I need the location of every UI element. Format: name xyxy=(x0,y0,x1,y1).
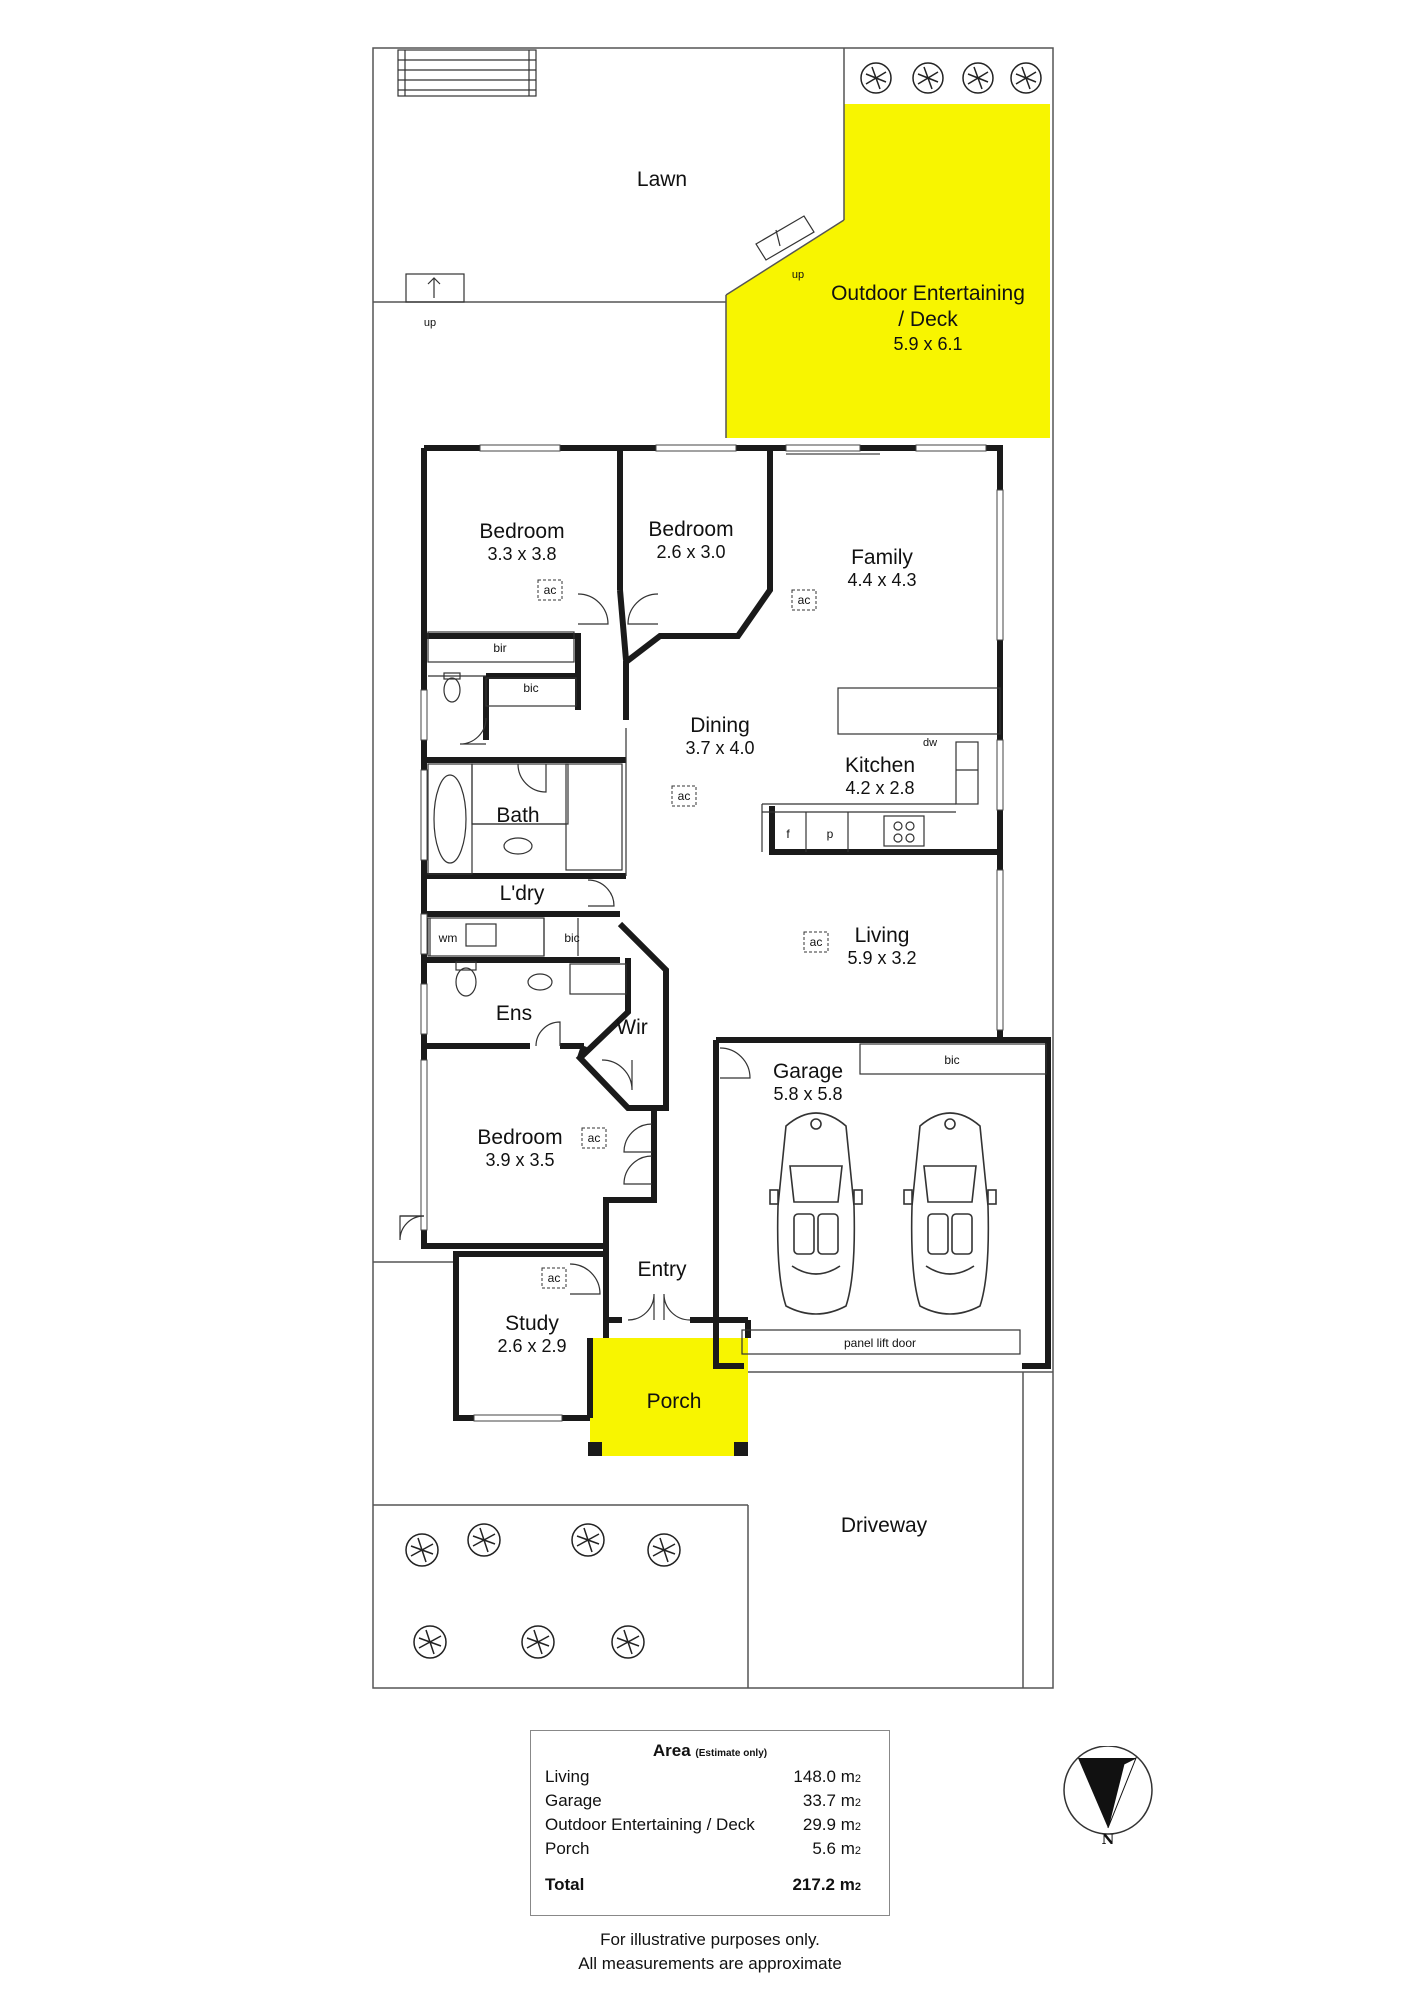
ac-markers xyxy=(537,579,829,1289)
family-label: Family xyxy=(851,546,913,569)
north-compass-icon: N xyxy=(1063,1746,1153,1846)
dining-label: Dining xyxy=(690,714,750,737)
disclaimer-line-2: All measurements are approximate xyxy=(578,1954,842,1973)
bedroom2-dims: 2.6 x 3.0 xyxy=(656,542,725,562)
dining-dims: 3.7 x 4.0 xyxy=(685,738,754,758)
pantry-label: p xyxy=(827,827,834,841)
disclaimer-line-1: For illustrative purposes only. xyxy=(600,1930,820,1949)
bedroom2-label: Bedroom xyxy=(648,518,733,541)
area-row: Garage 33.7 m2 xyxy=(545,1791,861,1815)
walls xyxy=(421,445,1051,1421)
bath-label: Bath xyxy=(496,804,539,827)
wir-label: Wir xyxy=(616,1016,647,1039)
laundry-label: L'dry xyxy=(500,882,545,905)
area-row: Living 148.0 m2 xyxy=(545,1767,861,1791)
wm-label: wm xyxy=(438,931,458,945)
kitchen-dims: 4.2 x 2.8 xyxy=(845,778,914,798)
fridge-label: f xyxy=(786,827,790,841)
svg-text:ac: ac xyxy=(678,789,691,803)
ac-labels: ac ac ac ac ac ac xyxy=(544,583,823,1285)
study-dims: 2.6 x 2.9 xyxy=(497,1336,566,1356)
svg-text:ac: ac xyxy=(544,583,557,597)
kitchen-label: Kitchen xyxy=(845,754,915,777)
bir-label: bir xyxy=(493,641,506,655)
area-row: Porch 5.6 m2 xyxy=(545,1839,861,1863)
family-dims: 4.4 x 4.3 xyxy=(847,570,916,590)
step-up-label-2: up xyxy=(792,269,804,281)
study-label: Study xyxy=(505,1312,559,1335)
bic-label-laundry: bic xyxy=(564,931,579,945)
panel-door-label: panel lift door xyxy=(844,1336,916,1350)
deck-dims: 5.9 x 6.1 xyxy=(893,334,962,354)
area-row: Outdoor Entertaining / Deck 29.9 m2 xyxy=(545,1815,861,1839)
living-label: Living xyxy=(855,924,910,947)
porch-highlight xyxy=(590,1338,748,1456)
porch-post-right xyxy=(734,1442,748,1456)
area-row-name: Porch xyxy=(545,1839,590,1858)
svg-text:ac: ac xyxy=(798,593,811,607)
ensuite-label: Ens xyxy=(496,1002,532,1025)
svg-text:ac: ac xyxy=(588,1131,601,1145)
svg-text:ac: ac xyxy=(810,935,823,949)
bedroom1-label: Bedroom xyxy=(479,520,564,543)
bic-label-bed: bic xyxy=(523,681,538,695)
area-row-value: 5.6 m2 xyxy=(812,1839,861,1858)
living-dims: 5.9 x 3.2 xyxy=(847,948,916,968)
area-total-value: 217.2 m2 xyxy=(792,1875,861,1894)
bic-label-garage: bic xyxy=(944,1053,959,1067)
area-subtitle: (Estimate only) xyxy=(695,1748,768,1759)
area-row-name: Outdoor Entertaining / Deck xyxy=(545,1815,755,1834)
area-total-row: Total 217.2 m2 xyxy=(545,1875,861,1899)
compass-label: N xyxy=(1102,1832,1115,1846)
disclaimer: For illustrative purposes only. All meas… xyxy=(500,1928,920,1976)
area-row-value: 29.9 m2 xyxy=(802,1815,861,1834)
dw-label: dw xyxy=(923,737,937,749)
deck-label-2: / Deck xyxy=(898,308,958,331)
deck-highlight xyxy=(726,104,1050,438)
entry-label: Entry xyxy=(637,1258,687,1281)
car-icon-left xyxy=(769,1112,863,1315)
trees xyxy=(405,62,1042,1659)
deck-label: Outdoor Entertaining xyxy=(831,282,1025,305)
porch-post-left xyxy=(588,1442,602,1456)
step-up-label-1: up xyxy=(424,317,436,329)
area-row-name: Garage xyxy=(545,1791,602,1810)
area-total-name: Total xyxy=(545,1875,585,1894)
steps xyxy=(397,49,815,303)
porch-label: Porch xyxy=(647,1390,702,1413)
door-swings xyxy=(459,593,751,1321)
windows xyxy=(420,444,1004,1422)
area-row-name: Living xyxy=(545,1767,590,1786)
area-row-value: 148.0 m2 xyxy=(793,1767,861,1786)
svg-text:ac: ac xyxy=(548,1271,561,1285)
garage-label: Garage xyxy=(773,1060,843,1083)
driveway-label: Driveway xyxy=(841,1514,928,1537)
area-title: Area (Estimate only) xyxy=(652,1741,768,1760)
lawn-label: Lawn xyxy=(637,168,687,191)
area-table: Area (Estimate only) Living 148.0 m2 Gar… xyxy=(530,1730,890,1916)
garage-dims: 5.8 x 5.8 xyxy=(773,1084,842,1104)
bedroom1-dims: 3.3 x 3.8 xyxy=(487,544,556,564)
bedroom3-label: Bedroom xyxy=(477,1126,562,1149)
fixtures-lines xyxy=(399,631,1047,1355)
bedroom3-dims: 3.9 x 3.5 xyxy=(485,1150,554,1170)
car-icon-right xyxy=(903,1112,997,1315)
area-row-value: 33.7 m2 xyxy=(802,1791,861,1810)
